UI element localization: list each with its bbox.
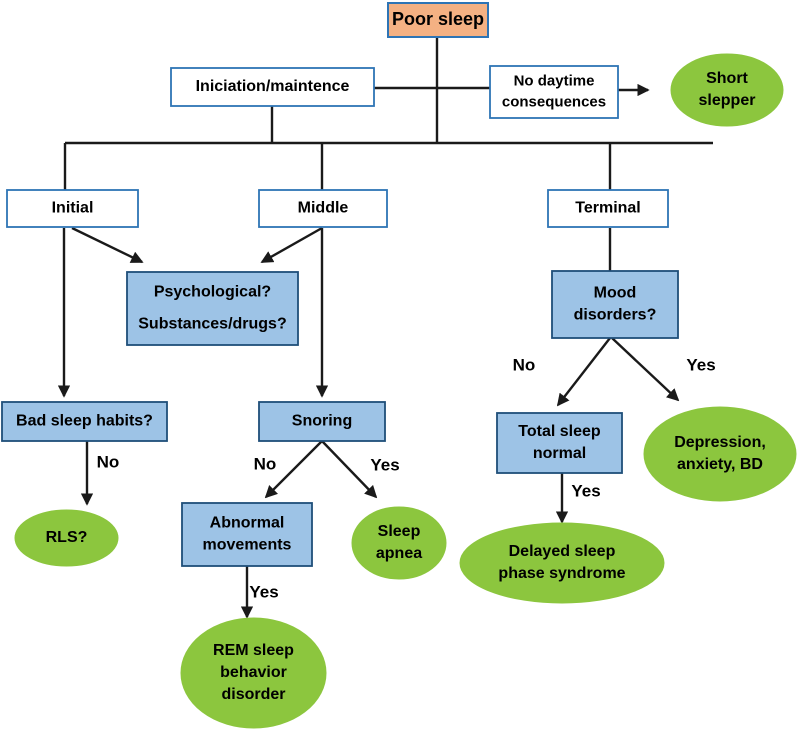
node-shape-rls: [14, 509, 119, 567]
node-label-bad-sleep-habits: Bad sleep habits?: [16, 413, 153, 430]
node-label-terminal: Terminal: [575, 200, 641, 217]
node-shape-abnormal-movements: [181, 502, 313, 567]
node-shape-delayed-sleep-phase: [459, 522, 665, 604]
edge-label-snoring-yes: Yes: [370, 455, 399, 474]
node-initial[interactable]: Initial: [6, 189, 139, 228]
node-shape-snoring: [258, 401, 386, 442]
node-label-poor-sleep: Poor sleep: [392, 9, 484, 29]
node-label-psychological: Psychological?Substances/drugs?: [138, 284, 286, 333]
node-shape-poor-sleep: [387, 2, 489, 38]
node-shape-short-sleeper: [670, 53, 784, 127]
edge-label-mood-yes: Yes: [686, 355, 715, 374]
node-initiation[interactable]: Iniciation/maintence: [170, 67, 375, 107]
node-shape-bad-sleep-habits: [1, 401, 168, 442]
edge-label-total-yes: Yes: [571, 481, 600, 500]
node-shape-total-sleep-normal: [496, 412, 623, 474]
node-label-snoring: Snoring: [292, 413, 352, 430]
node-label-initial: Initial: [52, 200, 94, 217]
node-depression[interactable]: Depression,anxiety, BD: [643, 406, 797, 502]
connector-middle-to-psychological: [260, 226, 323, 264]
node-label-initiation: Iniciation/maintence: [196, 78, 350, 95]
connector-snoring-to-abnormal-movements: [264, 440, 323, 499]
node-shape-psychological: [126, 271, 299, 346]
node-terminal[interactable]: Terminal: [547, 189, 669, 228]
node-middle[interactable]: Middle: [258, 189, 388, 228]
node-shape-sleep-apnea: [351, 506, 447, 580]
edge-label-habits-no: No: [97, 452, 120, 471]
node-rls[interactable]: RLS?: [14, 509, 119, 567]
node-psychological[interactable]: Psychological?Substances/drugs?: [126, 271, 299, 346]
connector-snoring-to-sleep-apnea: [321, 440, 378, 499]
node-label-depression: Depression,anxiety, BD: [674, 434, 766, 473]
node-snoring[interactable]: Snoring: [258, 401, 386, 442]
edge-label-snoring-no: No: [254, 454, 277, 473]
connector-mood-to-depression: [611, 337, 680, 402]
node-shape-mood-disorders: [551, 270, 679, 339]
edge-label-abnormal-yes: Yes: [249, 582, 278, 601]
node-shape-no-daytime: [489, 65, 619, 119]
connector-mood-to-total-sleep-normal: [556, 337, 611, 407]
connector-initial-to-psychological: [71, 226, 144, 264]
node-shape-rem-sleep-behavior: [180, 617, 327, 729]
connector-layer: [57, 37, 713, 619]
node-shape-depression: [643, 406, 797, 502]
node-label-rls: RLS?: [46, 529, 88, 546]
node-shape-initiation: [170, 67, 375, 107]
node-poor-sleep[interactable]: Poor sleep: [387, 2, 489, 38]
node-shape-terminal: [547, 189, 669, 228]
node-label-middle: Middle: [298, 200, 349, 217]
edge-label-mood-no: No: [513, 355, 536, 374]
node-shape-middle: [258, 189, 388, 228]
node-shape-initial: [6, 189, 139, 228]
node-bad-sleep-habits[interactable]: Bad sleep habits?: [1, 401, 168, 442]
